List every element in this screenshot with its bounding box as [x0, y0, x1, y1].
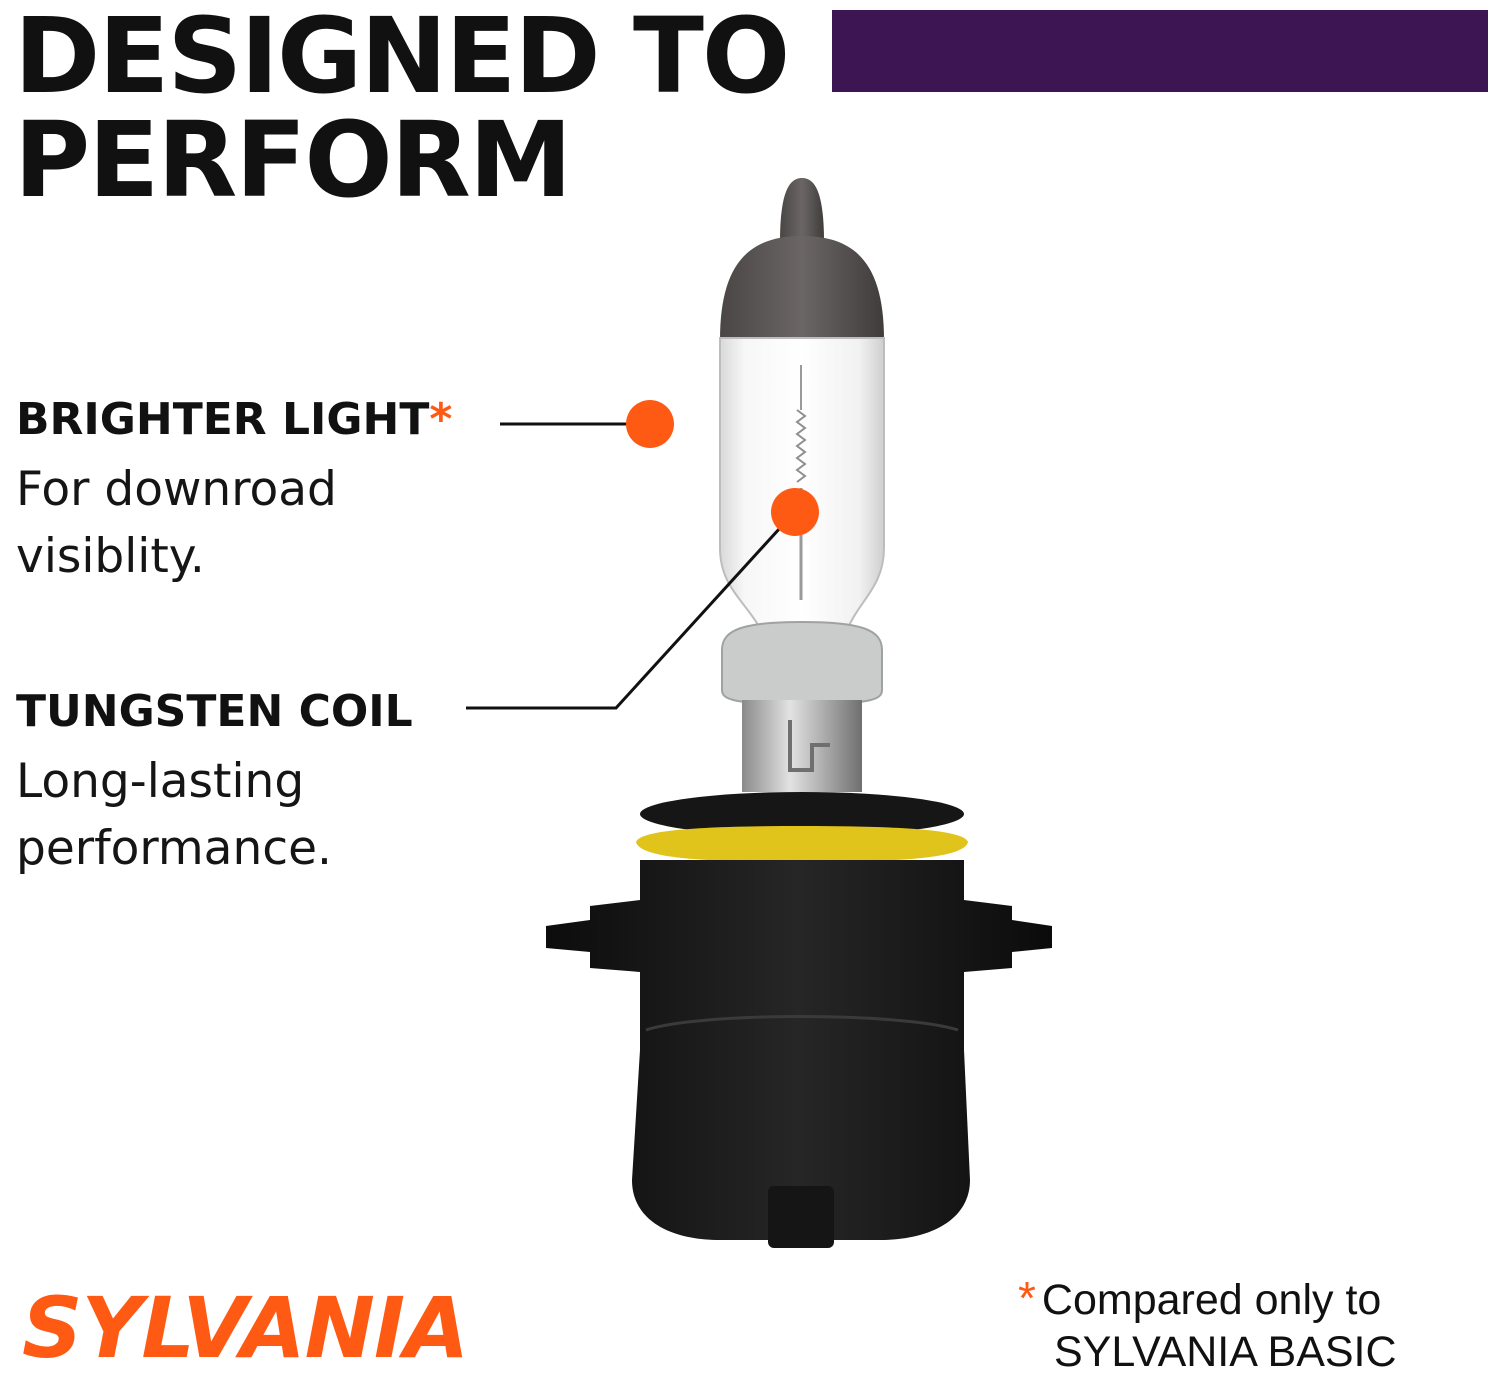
bulb-glass [719, 337, 885, 629]
filament-coil [795, 409, 807, 483]
base-shoulder-highlight [645, 1015, 959, 1032]
feature-brighter-light: BRIGHTER LIGHT* For downroad visiblity. [16, 392, 452, 590]
feature-title: BRIGHTER LIGHT* [16, 392, 452, 448]
callout-line [466, 526, 782, 710]
metal-clip [788, 720, 830, 772]
footnote: *Compared only to SYLVANIA BASIC [1018, 1272, 1397, 1378]
yellow-o-ring [636, 826, 968, 862]
feature-title-text: BRIGHTER LIGHT [16, 394, 430, 445]
asterisk-marker: * [429, 394, 453, 445]
feature-description: For downroad visiblity. [16, 462, 337, 584]
bulb-collar [721, 620, 883, 706]
feature-title: TUNGSTEN COIL [16, 686, 413, 737]
footnote-text-1: Compared only to [1041, 1276, 1382, 1324]
accent-bar [832, 10, 1488, 92]
base-key-tab [768, 1186, 834, 1248]
headline: DESIGNED TO PERFORM [14, 0, 790, 221]
headline-line-1: DESIGNED TO [14, 0, 790, 117]
headline-line-2: PERFORM [14, 99, 572, 221]
plastic-base-housing [546, 860, 1052, 1240]
callout-brighter-light [500, 400, 674, 448]
footnote-asterisk: * [1018, 1272, 1036, 1324]
feature-tungsten-coil: TUNGSTEN COIL Long-lasting performance. [16, 684, 413, 882]
feature-description: Long-lasting performance. [16, 754, 332, 876]
footnote-line-2: SYLVANIA BASIC [1054, 1328, 1397, 1376]
bulb-cap [720, 236, 884, 340]
metal-ferrule [742, 700, 862, 792]
base-flange-top [640, 792, 964, 836]
callout-tungsten-coil [466, 488, 819, 710]
footnote-line-1: *Compared only to [1018, 1272, 1397, 1326]
sylvania-logo: SYLVANIA [22, 1279, 469, 1377]
callout-dot [771, 488, 819, 536]
callout-dot [626, 400, 674, 448]
headlight-bulb [546, 178, 1052, 1248]
